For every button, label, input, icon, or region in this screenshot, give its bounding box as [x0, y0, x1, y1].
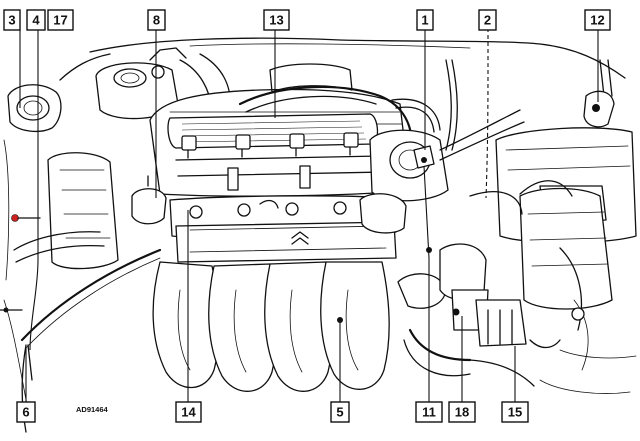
callout-18: 18: [448, 401, 476, 423]
svg-text:5: 5: [336, 405, 343, 420]
svg-text:1: 1: [421, 13, 428, 28]
svg-text:2: 2: [484, 13, 491, 28]
callout-8: 8: [147, 9, 166, 31]
svg-text:4: 4: [32, 13, 40, 28]
intake-runners: [152, 261, 390, 392]
callout-2: 2: [478, 9, 497, 31]
callout-12: 12: [584, 9, 611, 31]
callout-1: 1: [416, 9, 434, 31]
callout-15: 15: [501, 401, 529, 423]
left-strut-tower: [7, 84, 62, 133]
svg-text:6: 6: [22, 405, 29, 420]
callout-3: 3: [3, 9, 21, 31]
callout-11: 11: [415, 401, 443, 423]
figure-code: AD91464: [76, 405, 109, 414]
engine-drawing: [0, 37, 637, 433]
svg-text:12: 12: [590, 13, 604, 28]
callouts: 3 4 17 8 13 1 2 12: [3, 9, 611, 423]
svg-text:18: 18: [455, 405, 469, 420]
callout-6: 6: [16, 401, 36, 423]
reference-line-2: [485, 28, 489, 199]
leader-lines: [19, 30, 599, 402]
fuel-rail: [175, 221, 397, 263]
battery-tray: [47, 152, 119, 270]
callout-17: 17: [47, 9, 74, 31]
callout-13: 13: [263, 9, 290, 31]
callout-14: 14: [175, 401, 202, 423]
svg-text:17: 17: [53, 13, 67, 28]
callout-4: 4: [26, 9, 46, 31]
svg-text:15: 15: [508, 405, 522, 420]
callout-5: 5: [330, 401, 350, 423]
svg-text:14: 14: [181, 405, 196, 420]
svg-text:13: 13: [269, 13, 283, 28]
svg-text:8: 8: [153, 13, 160, 28]
svg-text:3: 3: [8, 13, 15, 28]
coil-connectors: [181, 132, 359, 151]
svg-text:11: 11: [422, 405, 436, 420]
injectors: [189, 199, 347, 219]
